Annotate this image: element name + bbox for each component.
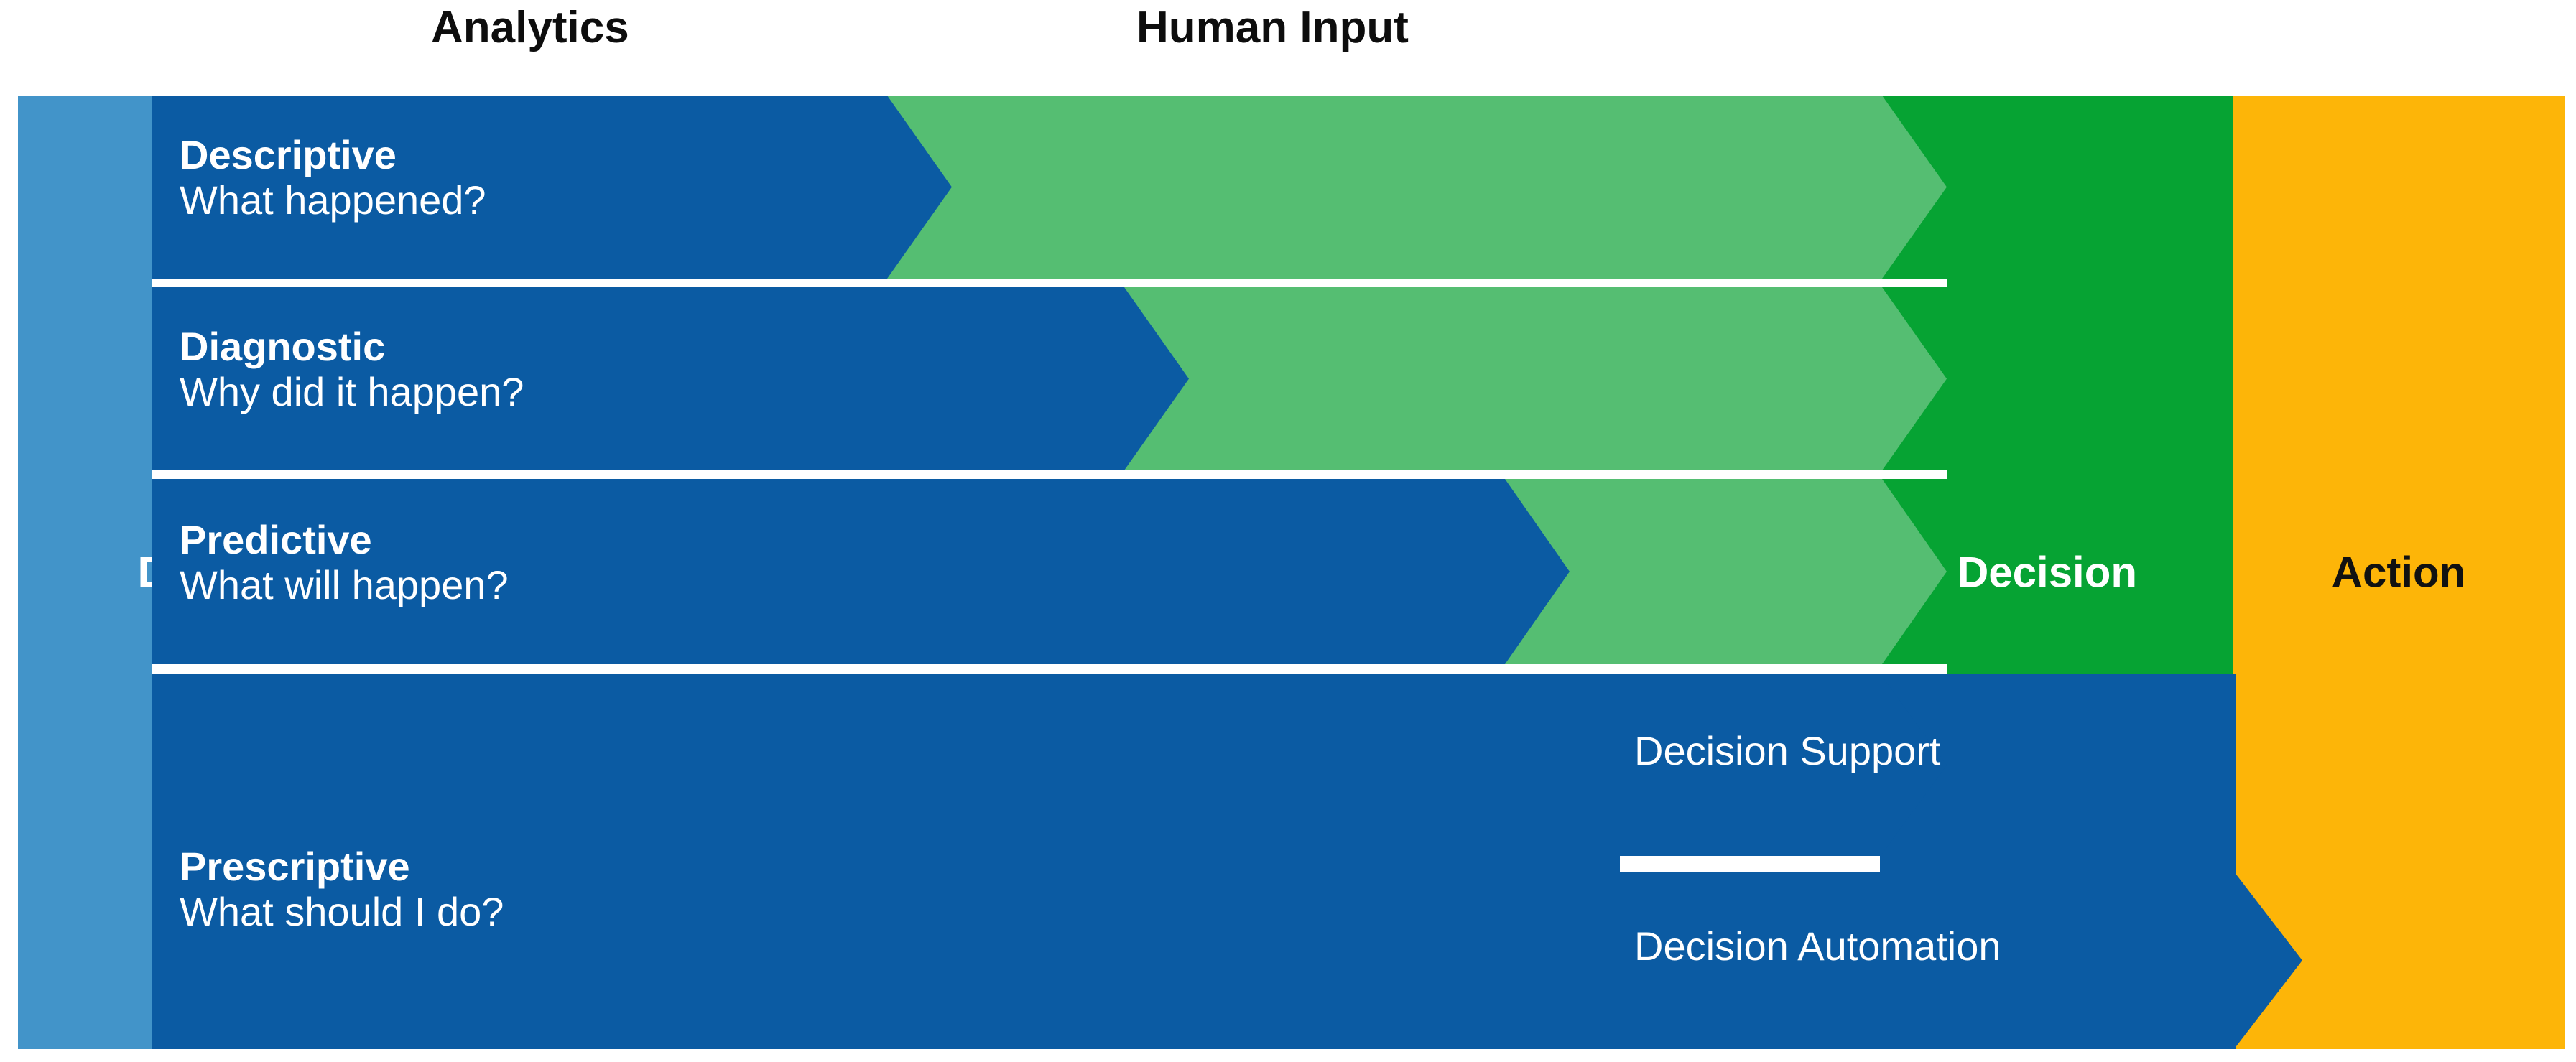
prescriptive-path-divider (1620, 856, 1880, 872)
row-prescriptive-text: Prescriptive What should I do? (180, 844, 504, 934)
row-predictive-text: Predictive What will happen? (180, 517, 509, 607)
row-predictive: Predictive What will happen? (152, 479, 1947, 664)
row-divider-2 (152, 470, 1947, 479)
header-label-analytics: Analytics (431, 3, 629, 52)
row-diagnostic-title: Diagnostic (180, 324, 386, 369)
decision-automation-label: Decision Automation (1634, 923, 2001, 969)
row-prescriptive-question: What should I do? (180, 888, 504, 934)
diagram-band: Data Decision Action Descriptive What ha… (18, 96, 2565, 1049)
row-descriptive-title: Descriptive (180, 132, 397, 177)
header-label-human-input: Human Input (1136, 3, 1409, 52)
row-predictive-title: Predictive (180, 517, 372, 562)
column-decision-label: Decision (1957, 548, 2138, 597)
column-action-label: Action (2331, 548, 2466, 597)
row-descriptive-question: What happened? (180, 177, 486, 223)
column-action: Action (2233, 96, 2565, 1049)
row-divider-3 (152, 664, 1947, 674)
row-descriptive-text: Descriptive What happened? (180, 132, 486, 223)
decision-support-label: Decision Support (1634, 728, 1941, 773)
analytics-chevron-predictive (152, 479, 1570, 664)
row-diagnostic-question: Why did it happen? (180, 368, 524, 414)
row-prescriptive-title: Prescriptive (180, 844, 410, 889)
analytics-chevron-diagnostic (152, 287, 1189, 470)
row-diagnostic-text: Diagnostic Why did it happen? (180, 324, 524, 414)
decision-support-chevron (1620, 674, 1947, 857)
decision-automation-arrow (1620, 872, 2302, 1049)
row-diagnostic: Diagnostic Why did it happen? (152, 287, 1947, 470)
row-descriptive: Descriptive What happened? (152, 96, 1947, 279)
analytics-chevron-descriptive (152, 96, 952, 279)
row-divider-1 (152, 279, 1947, 287)
row-predictive-question: What will happen? (180, 562, 509, 607)
